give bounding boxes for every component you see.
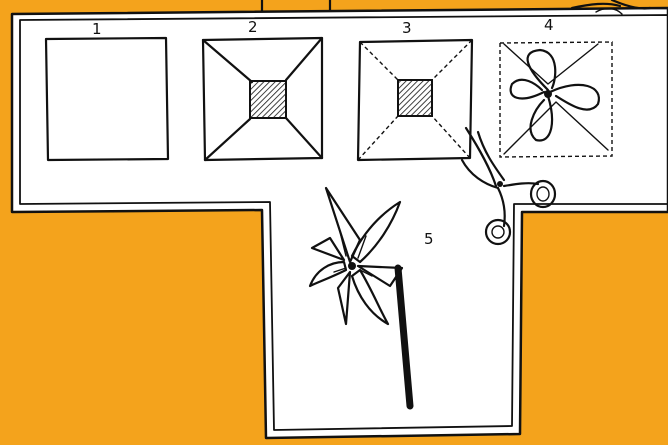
step-number-2: 2 bbox=[248, 18, 258, 36]
step-number-1: 1 bbox=[92, 20, 102, 38]
center-pin bbox=[544, 90, 552, 98]
center-pin bbox=[348, 262, 356, 270]
center-square bbox=[398, 80, 432, 116]
step-number-5: 5 bbox=[424, 230, 434, 248]
step-number-4: 4 bbox=[544, 16, 554, 34]
center-square bbox=[250, 81, 286, 118]
step-number-3: 3 bbox=[402, 19, 412, 37]
